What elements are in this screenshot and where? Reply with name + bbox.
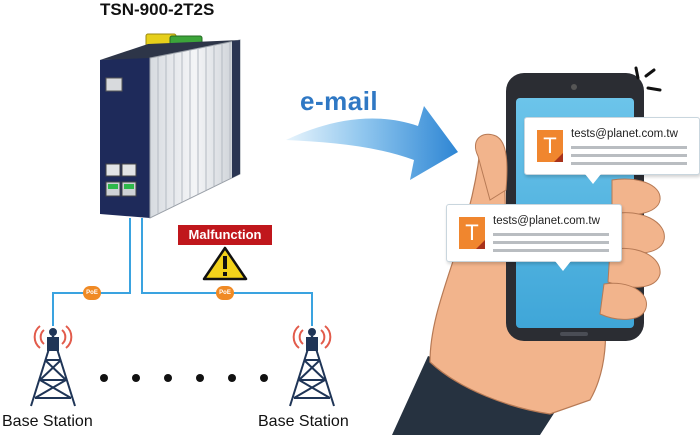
notification-text-line (571, 146, 687, 149)
device-title: TSN-900-2T2S (100, 0, 215, 19)
notification-text-line (493, 249, 609, 252)
notification-app-icon: T (459, 217, 485, 249)
rj45-port-2 (121, 163, 137, 177)
link-left (52, 218, 131, 326)
malfunction-tag: Malfunction (178, 225, 272, 245)
notification-text-line (493, 241, 609, 244)
notification-sender: tests@planet.com.tw (493, 215, 600, 227)
switch-right-plate (232, 40, 240, 178)
rj45-port-1 (105, 163, 121, 177)
notification-text-line (571, 154, 687, 157)
sleeve (392, 356, 560, 435)
ellipsis-dots (100, 374, 268, 382)
notification-text-line (493, 233, 609, 236)
thumb (474, 133, 508, 201)
switch-top-face (100, 40, 240, 60)
email-label: e-mail (300, 86, 379, 116)
console-port (105, 77, 123, 92)
base-station-right-icon (289, 325, 335, 407)
base-station-left-label: Base Station (2, 413, 93, 430)
notification-sender: tests@planet.com.tw (571, 128, 678, 140)
warning-icon (202, 246, 248, 281)
notification-bubble-top: T tests@planet.com.tw (524, 117, 700, 184)
email-arrow (286, 106, 458, 180)
notification-bubble-bottom: T tests@planet.com.tw (446, 204, 622, 271)
switch-heatsink (149, 39, 241, 219)
poe-badge-right: PoE (216, 286, 234, 300)
base-station-left-icon (30, 325, 76, 407)
base-station-right-label: Base Station (258, 413, 349, 430)
finger-4 (599, 282, 647, 320)
switch-front-panel (100, 58, 150, 218)
notification-text-line (571, 162, 687, 165)
notification-app-icon: T (537, 130, 563, 162)
poe-badge-left: PoE (83, 286, 101, 300)
switch-device (100, 33, 241, 219)
